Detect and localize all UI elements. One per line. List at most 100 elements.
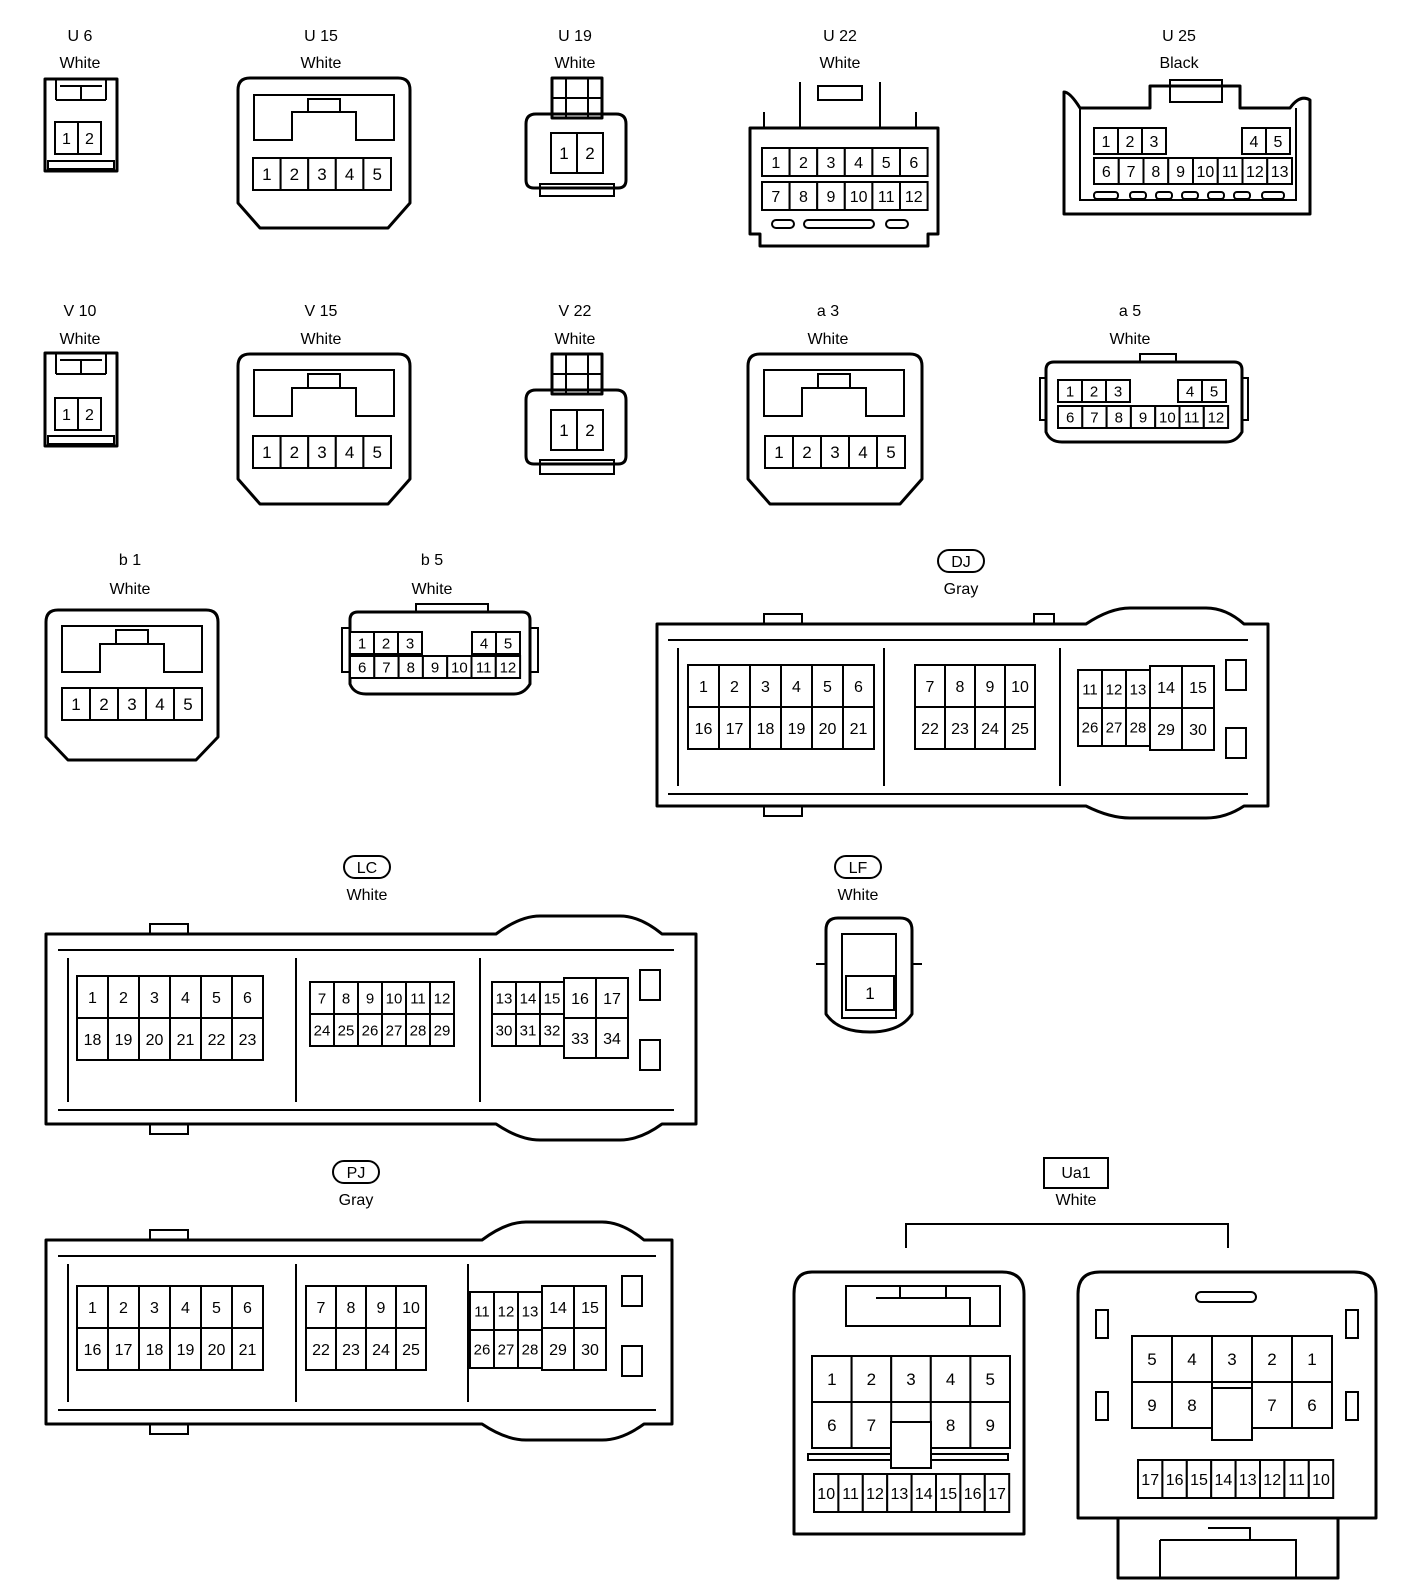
svg-text:7: 7 (1267, 1396, 1276, 1415)
svg-text:5: 5 (985, 1370, 994, 1389)
pin-ua1-17: 17 (983, 1473, 1011, 1513)
label-u25-color: Black (1159, 55, 1199, 72)
svg-text:11: 11 (474, 1303, 490, 1320)
pin-u22-6: 6 (899, 147, 929, 177)
label-a3-code: a 3 (817, 303, 839, 320)
pin-lc-20: 20 (138, 1017, 171, 1061)
pin-u22-8: 8 (788, 181, 819, 211)
pin-b1-3: 3 (117, 687, 147, 721)
pin-ua1-14: 14 (910, 1473, 937, 1513)
svg-text:17: 17 (988, 1486, 1006, 1503)
svg-text:21: 21 (850, 721, 868, 738)
svg-text:18: 18 (146, 1342, 164, 1359)
pin-u22-3: 3 (816, 147, 846, 177)
label-u6-code: U 6 (68, 28, 93, 45)
outline-v15 (236, 352, 412, 506)
pin-u22-5: 5 (871, 147, 902, 177)
pin-u22-1: 1 (761, 147, 791, 177)
pin-pj-1: 1 (76, 1285, 109, 1329)
pin-b5-11: 11 (470, 655, 497, 679)
svg-text:1: 1 (88, 990, 97, 1007)
label-pj-code: PJ (347, 1165, 366, 1182)
pin-dj-7: 7 (914, 664, 946, 708)
svg-text:12: 12 (905, 189, 923, 206)
pin-v22-1: 1 (550, 409, 578, 451)
pin-ua1-13: 13 (886, 1473, 913, 1513)
pin-a5-9: 9 (1129, 405, 1157, 429)
pin-pj-24: 24 (365, 1327, 397, 1371)
pin-u25-7: 7 (1117, 157, 1145, 185)
label-pj-color: Gray (339, 1192, 374, 1209)
svg-text:25: 25 (402, 1342, 420, 1359)
svg-text:4: 4 (155, 695, 164, 714)
svg-text:1: 1 (559, 144, 568, 163)
pin-lc-15: 15 (539, 981, 565, 1015)
svg-text:4: 4 (792, 679, 801, 696)
outline-lf (816, 916, 922, 1034)
svg-text:7: 7 (317, 1300, 326, 1317)
pin-pj-5: 5 (200, 1285, 233, 1329)
svg-text:17: 17 (1141, 1472, 1159, 1489)
pin-lc-29: 29 (429, 1013, 455, 1047)
svg-text:2: 2 (290, 443, 299, 462)
svg-text:28: 28 (1130, 719, 1147, 736)
svg-text:1: 1 (262, 443, 271, 462)
label-b1-color: White (110, 581, 151, 598)
ua1-key-slots (890, 1387, 1253, 1469)
svg-text:9: 9 (986, 679, 995, 696)
pin-pj-22: 22 (305, 1327, 337, 1371)
svg-text:4: 4 (946, 1370, 955, 1389)
pin-ua1-15: 15 (935, 1473, 962, 1513)
svg-text:15: 15 (544, 990, 561, 1007)
outline-u19 (524, 76, 628, 197)
svg-text:26: 26 (1082, 719, 1099, 736)
svg-text:5: 5 (886, 443, 895, 462)
svg-text:19: 19 (788, 721, 806, 738)
pin-b5-7: 7 (373, 655, 400, 679)
svg-text:1: 1 (827, 1370, 836, 1389)
pin-v15-5: 5 (362, 435, 392, 469)
svg-text:2: 2 (730, 679, 739, 696)
svg-text:2: 2 (1126, 134, 1135, 151)
pin-u25-3: 3 (1141, 127, 1167, 155)
pin-ua1-14: 14 (1210, 1459, 1237, 1499)
svg-text:8: 8 (342, 990, 350, 1007)
svg-text:14: 14 (549, 1300, 567, 1317)
pin-u25-1: 1 (1093, 127, 1119, 155)
svg-text:16: 16 (964, 1486, 982, 1503)
svg-text:3: 3 (1227, 1350, 1236, 1369)
svg-text:29: 29 (434, 1022, 451, 1039)
svg-text:6: 6 (243, 990, 252, 1007)
label-ua1-code: Ua1 (1061, 1165, 1090, 1182)
svg-text:12: 12 (1106, 681, 1123, 698)
svg-text:8: 8 (407, 659, 415, 676)
svg-text:15: 15 (1189, 680, 1207, 697)
svg-text:26: 26 (474, 1341, 491, 1358)
label-v10-color: White (60, 331, 101, 348)
svg-text:5: 5 (1274, 134, 1283, 151)
pin-pj-8: 8 (335, 1285, 367, 1329)
pin-lc-10: 10 (381, 981, 407, 1015)
svg-text:3: 3 (906, 1370, 915, 1389)
pin-lc-32: 32 (539, 1013, 565, 1047)
pin-dj-29: 29 (1149, 707, 1183, 751)
pin-v15-4: 4 (334, 435, 365, 469)
label-u15-code: U 15 (304, 28, 338, 45)
pin-ua1-2: 2 (1251, 1335, 1293, 1383)
svg-text:19: 19 (177, 1342, 195, 1359)
svg-text:3: 3 (150, 990, 159, 1007)
svg-text:24: 24 (372, 1342, 390, 1359)
svg-text:7: 7 (926, 679, 935, 696)
svg-text:29: 29 (1157, 722, 1175, 739)
pin-ua1-8: 8 (929, 1401, 972, 1449)
svg-text:12: 12 (1263, 1472, 1281, 1489)
tag-lf-oval (834, 855, 882, 879)
svg-text:13: 13 (522, 1303, 539, 1320)
pin-pj-11: 11 (469, 1291, 495, 1331)
pin-ua1-5: 5 (969, 1355, 1012, 1403)
svg-text:2: 2 (119, 990, 128, 1007)
svg-text:28: 28 (410, 1022, 427, 1039)
svg-text:5: 5 (504, 635, 512, 652)
outline-v10 (43, 351, 119, 448)
outline-u22 (748, 82, 940, 248)
